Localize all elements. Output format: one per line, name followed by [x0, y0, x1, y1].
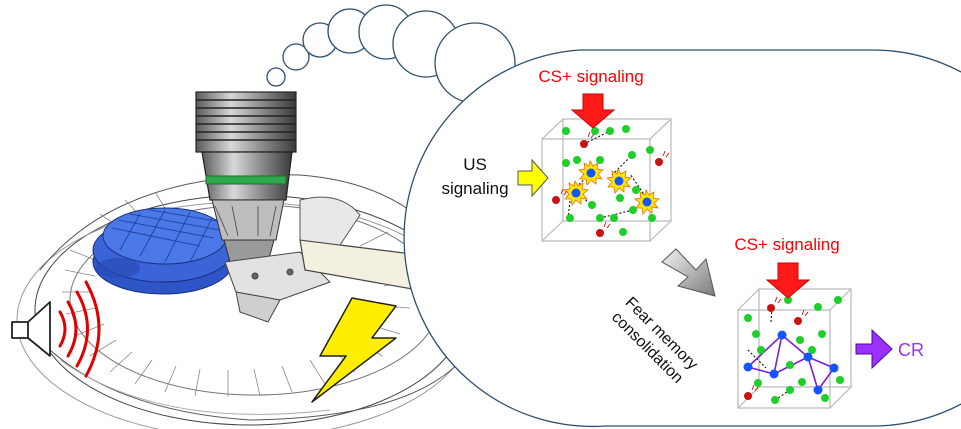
engram-neuron [829, 363, 839, 373]
activated-neuron [563, 179, 589, 206]
neuron [596, 229, 604, 237]
us-signaling-label-line1: US [463, 155, 487, 174]
sound-wave-icon [58, 280, 101, 378]
neuron [610, 214, 618, 222]
neuron [757, 346, 765, 354]
neuron [566, 214, 574, 222]
neuron [834, 296, 842, 304]
neuron [786, 386, 794, 394]
neuron [591, 127, 599, 135]
activated-neuron-group [563, 159, 660, 215]
neuron [552, 196, 560, 204]
neuron [786, 361, 794, 369]
signal-marks [560, 131, 670, 229]
neuron [596, 214, 604, 222]
engram-neuron [813, 385, 823, 395]
engram-neuron [769, 369, 779, 379]
neural-network-cube-after [737, 288, 852, 409]
neuron [622, 125, 630, 133]
neuron [619, 228, 627, 236]
speaker-icon [11, 301, 51, 357]
neuron [744, 314, 752, 322]
neuron-group [744, 296, 844, 404]
neuron [632, 186, 640, 194]
cr-arrow [855, 328, 893, 370]
engram-neuron [803, 352, 813, 362]
neuron [655, 158, 663, 166]
cs-arrow-top [570, 93, 616, 129]
microscope-scene [11, 91, 474, 429]
neuron [784, 296, 792, 304]
lightning-bolt-icon [311, 297, 397, 403]
us-arrow [517, 158, 549, 198]
signal-marks [751, 296, 809, 392]
neuron [836, 376, 844, 384]
neuron [562, 127, 570, 135]
us-signaling-label-line2: signaling [441, 179, 508, 198]
neuron [771, 396, 779, 404]
cs-arrow-bottom [765, 262, 811, 299]
neuron [628, 151, 636, 159]
cs-signaling-label-top: CS+ signaling [538, 67, 643, 86]
engram-neuron [777, 330, 787, 340]
neural-network-cube-before [541, 118, 672, 242]
mount-arm [299, 196, 421, 291]
microscope-objective-icon [195, 91, 297, 263]
neuron [573, 156, 581, 164]
neuron [821, 394, 829, 402]
neuron [814, 303, 822, 311]
engram-neuron-group [743, 330, 839, 395]
neuron [596, 156, 604, 164]
neuron [562, 159, 570, 167]
neuron [798, 378, 806, 386]
neuron [580, 140, 588, 148]
cr-label: CR [898, 340, 924, 360]
neuron [648, 214, 656, 222]
neuron [754, 379, 762, 387]
engram-neuron [743, 362, 753, 372]
consolidation-arrow [661, 248, 716, 297]
neuron [616, 194, 624, 202]
cs-signaling-label-bottom: CS+ signaling [734, 235, 839, 254]
activated-neuron [578, 159, 604, 186]
neuron [818, 330, 826, 338]
neuron [794, 317, 802, 325]
neuron [606, 127, 614, 135]
neuron [752, 330, 760, 338]
activated-neuron [634, 188, 660, 215]
neuron [796, 336, 804, 344]
neuron [588, 201, 596, 209]
neuron [808, 346, 816, 354]
neuron [767, 304, 775, 312]
neuron [744, 392, 752, 400]
petri-dish-icon [92, 207, 234, 295]
neuron [646, 146, 654, 154]
neuron [629, 206, 637, 214]
activated-neuron [606, 167, 632, 194]
